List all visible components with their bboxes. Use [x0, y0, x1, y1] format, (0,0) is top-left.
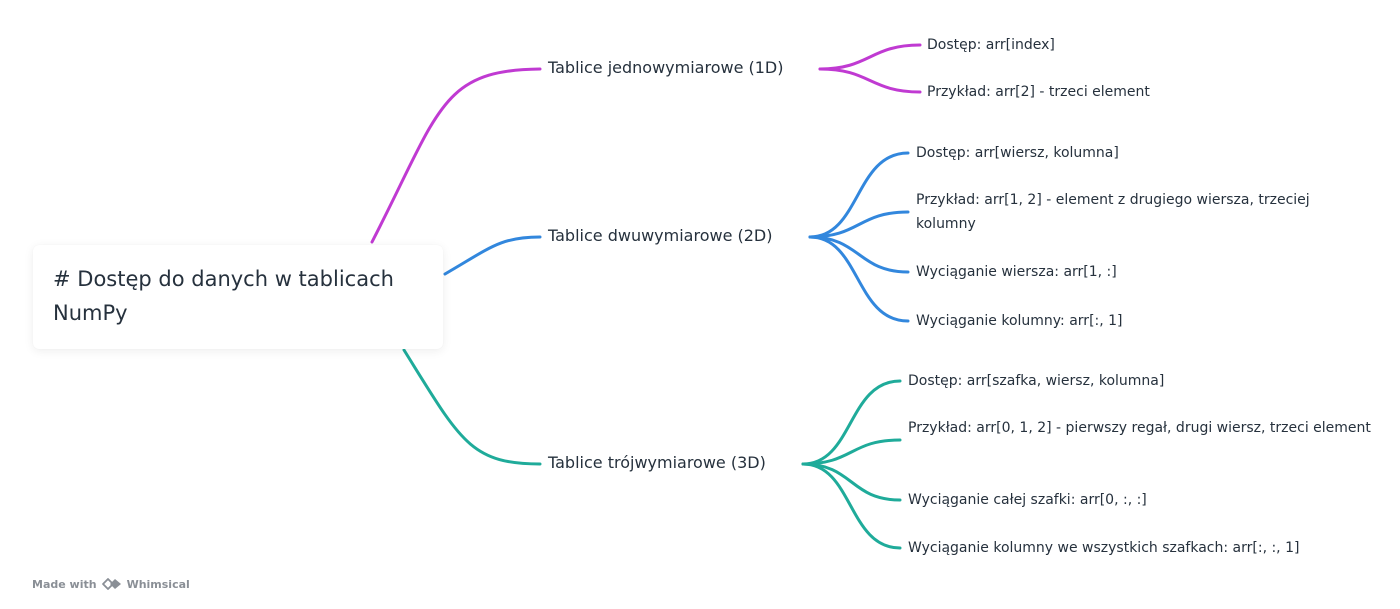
leaf-1d-access[interactable]: Dostęp: arr[index] [927, 37, 1055, 53]
connector-3d-leaf-2 [801, 438, 902, 466]
leaf-3d-cabinet[interactable]: Wyciąganie całej szafki: arr[0, :, :] [908, 492, 1147, 508]
made-with-label: Made with [32, 577, 97, 591]
branch-2d-node[interactable]: Tablice dwuwymiarowe (2D) [548, 226, 773, 245]
leaf-3d-column[interactable]: Wyciąganie kolumny we wszystkich szafkac… [908, 540, 1300, 556]
connector-2d-leaf-4 [808, 235, 910, 323]
connector-3d-leaf-3 [801, 462, 902, 502]
made-with-footer[interactable]: Made with Whimsical [32, 577, 190, 591]
whimsical-logo-icon [101, 578, 121, 590]
leaf-1d-example[interactable]: Przykład: arr[2] - trzeci element [927, 84, 1150, 100]
connector-3d-leaf-1 [801, 379, 902, 466]
whimsical-brand: Whimsical [126, 577, 190, 591]
leaf-2d-row[interactable]: Wyciąganie wiersza: arr[1, :] [916, 264, 1117, 280]
leaf-3d-access[interactable]: Dostęp: arr[szafka, wiersz, kolumna] [908, 373, 1165, 389]
leaf-2d-example[interactable]: Przykład: arr[1, 2] - element z drugiego… [916, 192, 1310, 232]
connector-3d-leaf-4 [801, 462, 902, 550]
connector-2d-leaf-3 [808, 235, 910, 274]
connector-2d-leaf-1 [808, 151, 910, 239]
leaf-2d-column[interactable]: Wyciąganie kolumny: arr[:, 1] [916, 313, 1123, 329]
leaf-2d-access[interactable]: Dostęp: arr[wiersz, kolumna] [916, 145, 1119, 161]
branch-3d-node[interactable]: Tablice trójwymiarowe (3D) [548, 453, 766, 472]
connector-1d-leaf-2 [818, 67, 922, 94]
connector-root-2d [443, 235, 542, 276]
connector-root-1d [370, 67, 542, 244]
root-title: # Dostęp do danych w tablicach NumPy [53, 267, 394, 325]
branch-1d-node[interactable]: Tablice jednowymiarowe (1D) [548, 58, 784, 77]
connector-2d-leaf-2 [808, 210, 910, 239]
root-node[interactable]: # Dostęp do danych w tablicach NumPy [33, 245, 443, 349]
connector-root-3d [402, 348, 542, 466]
connector-1d-leaf-1 [818, 43, 922, 71]
leaf-3d-example[interactable]: Przykład: arr[0, 1, 2] - pierwszy regał,… [908, 420, 1371, 436]
